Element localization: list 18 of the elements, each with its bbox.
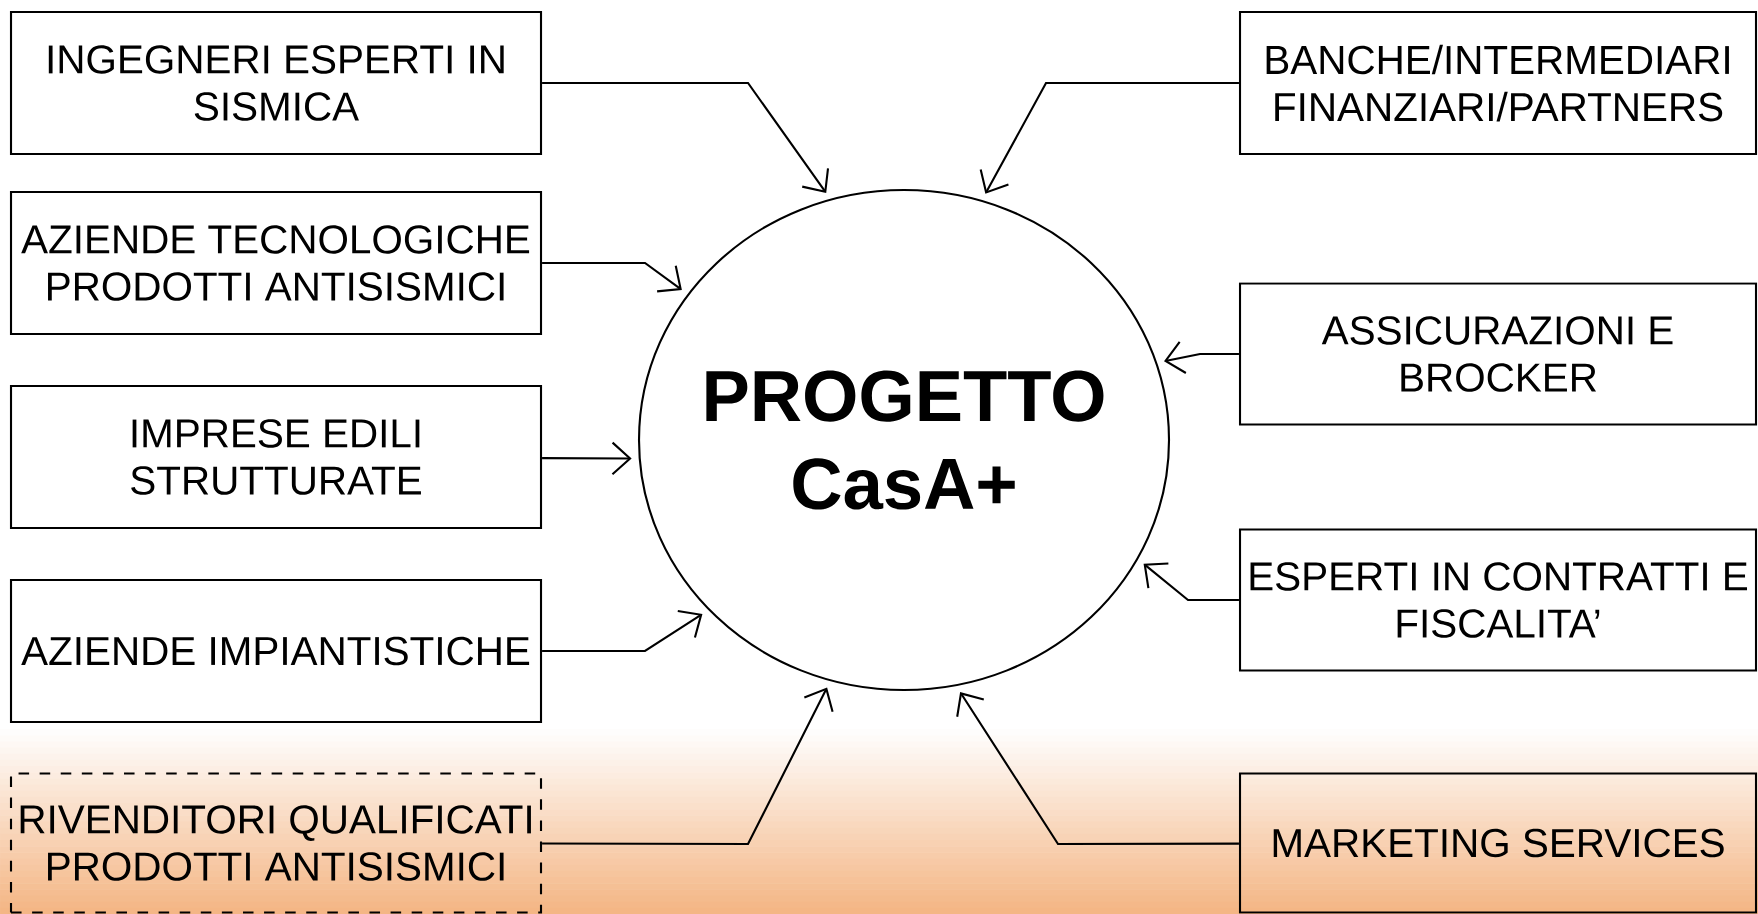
arrow	[542, 261, 682, 293]
partner-box: BANCHE/INTERMEDIARI FINANZIARI/PARTNERS	[1238, 10, 1758, 156]
partner-box: ESPERTI IN CONTRATTI E FISCALITA’	[1238, 528, 1758, 672]
partner-box: MARKETING SERVICES	[1238, 772, 1758, 914]
partner-box: INGEGNERI ESPERTI IN SISMICA	[9, 10, 543, 156]
arrow	[542, 687, 834, 846]
arrow	[1164, 341, 1239, 374]
partner-box: AZIENDE IMPIANTISTICHE	[9, 578, 543, 724]
partner-box: ASSICURAZIONI E BROCKER	[1238, 282, 1758, 426]
arrow	[542, 81, 830, 194]
arrow	[956, 692, 1239, 846]
partner-box: IMPRESE EDILI STRUTTURATE	[9, 384, 543, 530]
arrow	[542, 441, 632, 476]
arrow	[542, 609, 703, 653]
partner-box: AZIENDE TECNOLOGICHE PRODOTTI ANTISISMICI	[9, 190, 543, 336]
arrow	[979, 81, 1239, 194]
partner-box: RIVENDITORI QUALIFICATI PRODOTTI ANTISISMICI	[9, 772, 543, 914]
arrow	[1143, 562, 1239, 602]
